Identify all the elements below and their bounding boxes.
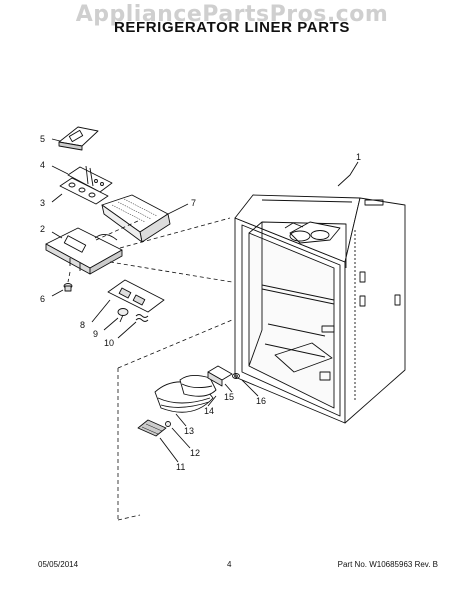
callout-6: 6 <box>40 294 45 304</box>
callout-15: 15 <box>224 392 234 402</box>
liner-part-1 <box>234 194 406 424</box>
part-3 <box>51 177 109 205</box>
callout-2: 2 <box>40 224 45 234</box>
part-6 <box>51 283 73 297</box>
page-title: REFRIGERATOR LINER PARTS <box>113 19 351 36</box>
footer-part-number: Part No. W10685963 Rev. B <box>337 560 438 569</box>
part-5 <box>51 126 99 151</box>
footer-page-number: 4 <box>227 560 232 569</box>
part-16 <box>232 373 259 397</box>
callout-14: 14 <box>204 406 214 416</box>
part-12 <box>165 421 191 449</box>
part-7 <box>101 194 189 243</box>
part-14 <box>179 375 217 407</box>
part-9 <box>103 308 129 331</box>
callout-10: 10 <box>104 338 114 348</box>
callout-9: 9 <box>93 329 98 339</box>
callout-1: 1 <box>356 152 361 162</box>
callout-16: 16 <box>256 396 266 406</box>
watermark: AppliancePartsPros.com <box>75 2 389 27</box>
callout-13: 13 <box>184 426 194 436</box>
callout-11: 11 <box>176 462 185 472</box>
callout-4: 4 <box>40 160 45 170</box>
part-15 <box>207 365 233 393</box>
callout-5: 5 <box>40 134 45 144</box>
part-10 <box>117 314 149 339</box>
callout-7: 7 <box>191 198 196 208</box>
part-8 <box>91 279 165 323</box>
callout-12: 12 <box>190 448 200 458</box>
callout-8: 8 <box>80 320 85 330</box>
part-11 <box>137 419 179 463</box>
footer-date: 05/05/2014 <box>38 560 79 569</box>
callout-3: 3 <box>40 198 45 208</box>
part-2 <box>45 227 123 275</box>
